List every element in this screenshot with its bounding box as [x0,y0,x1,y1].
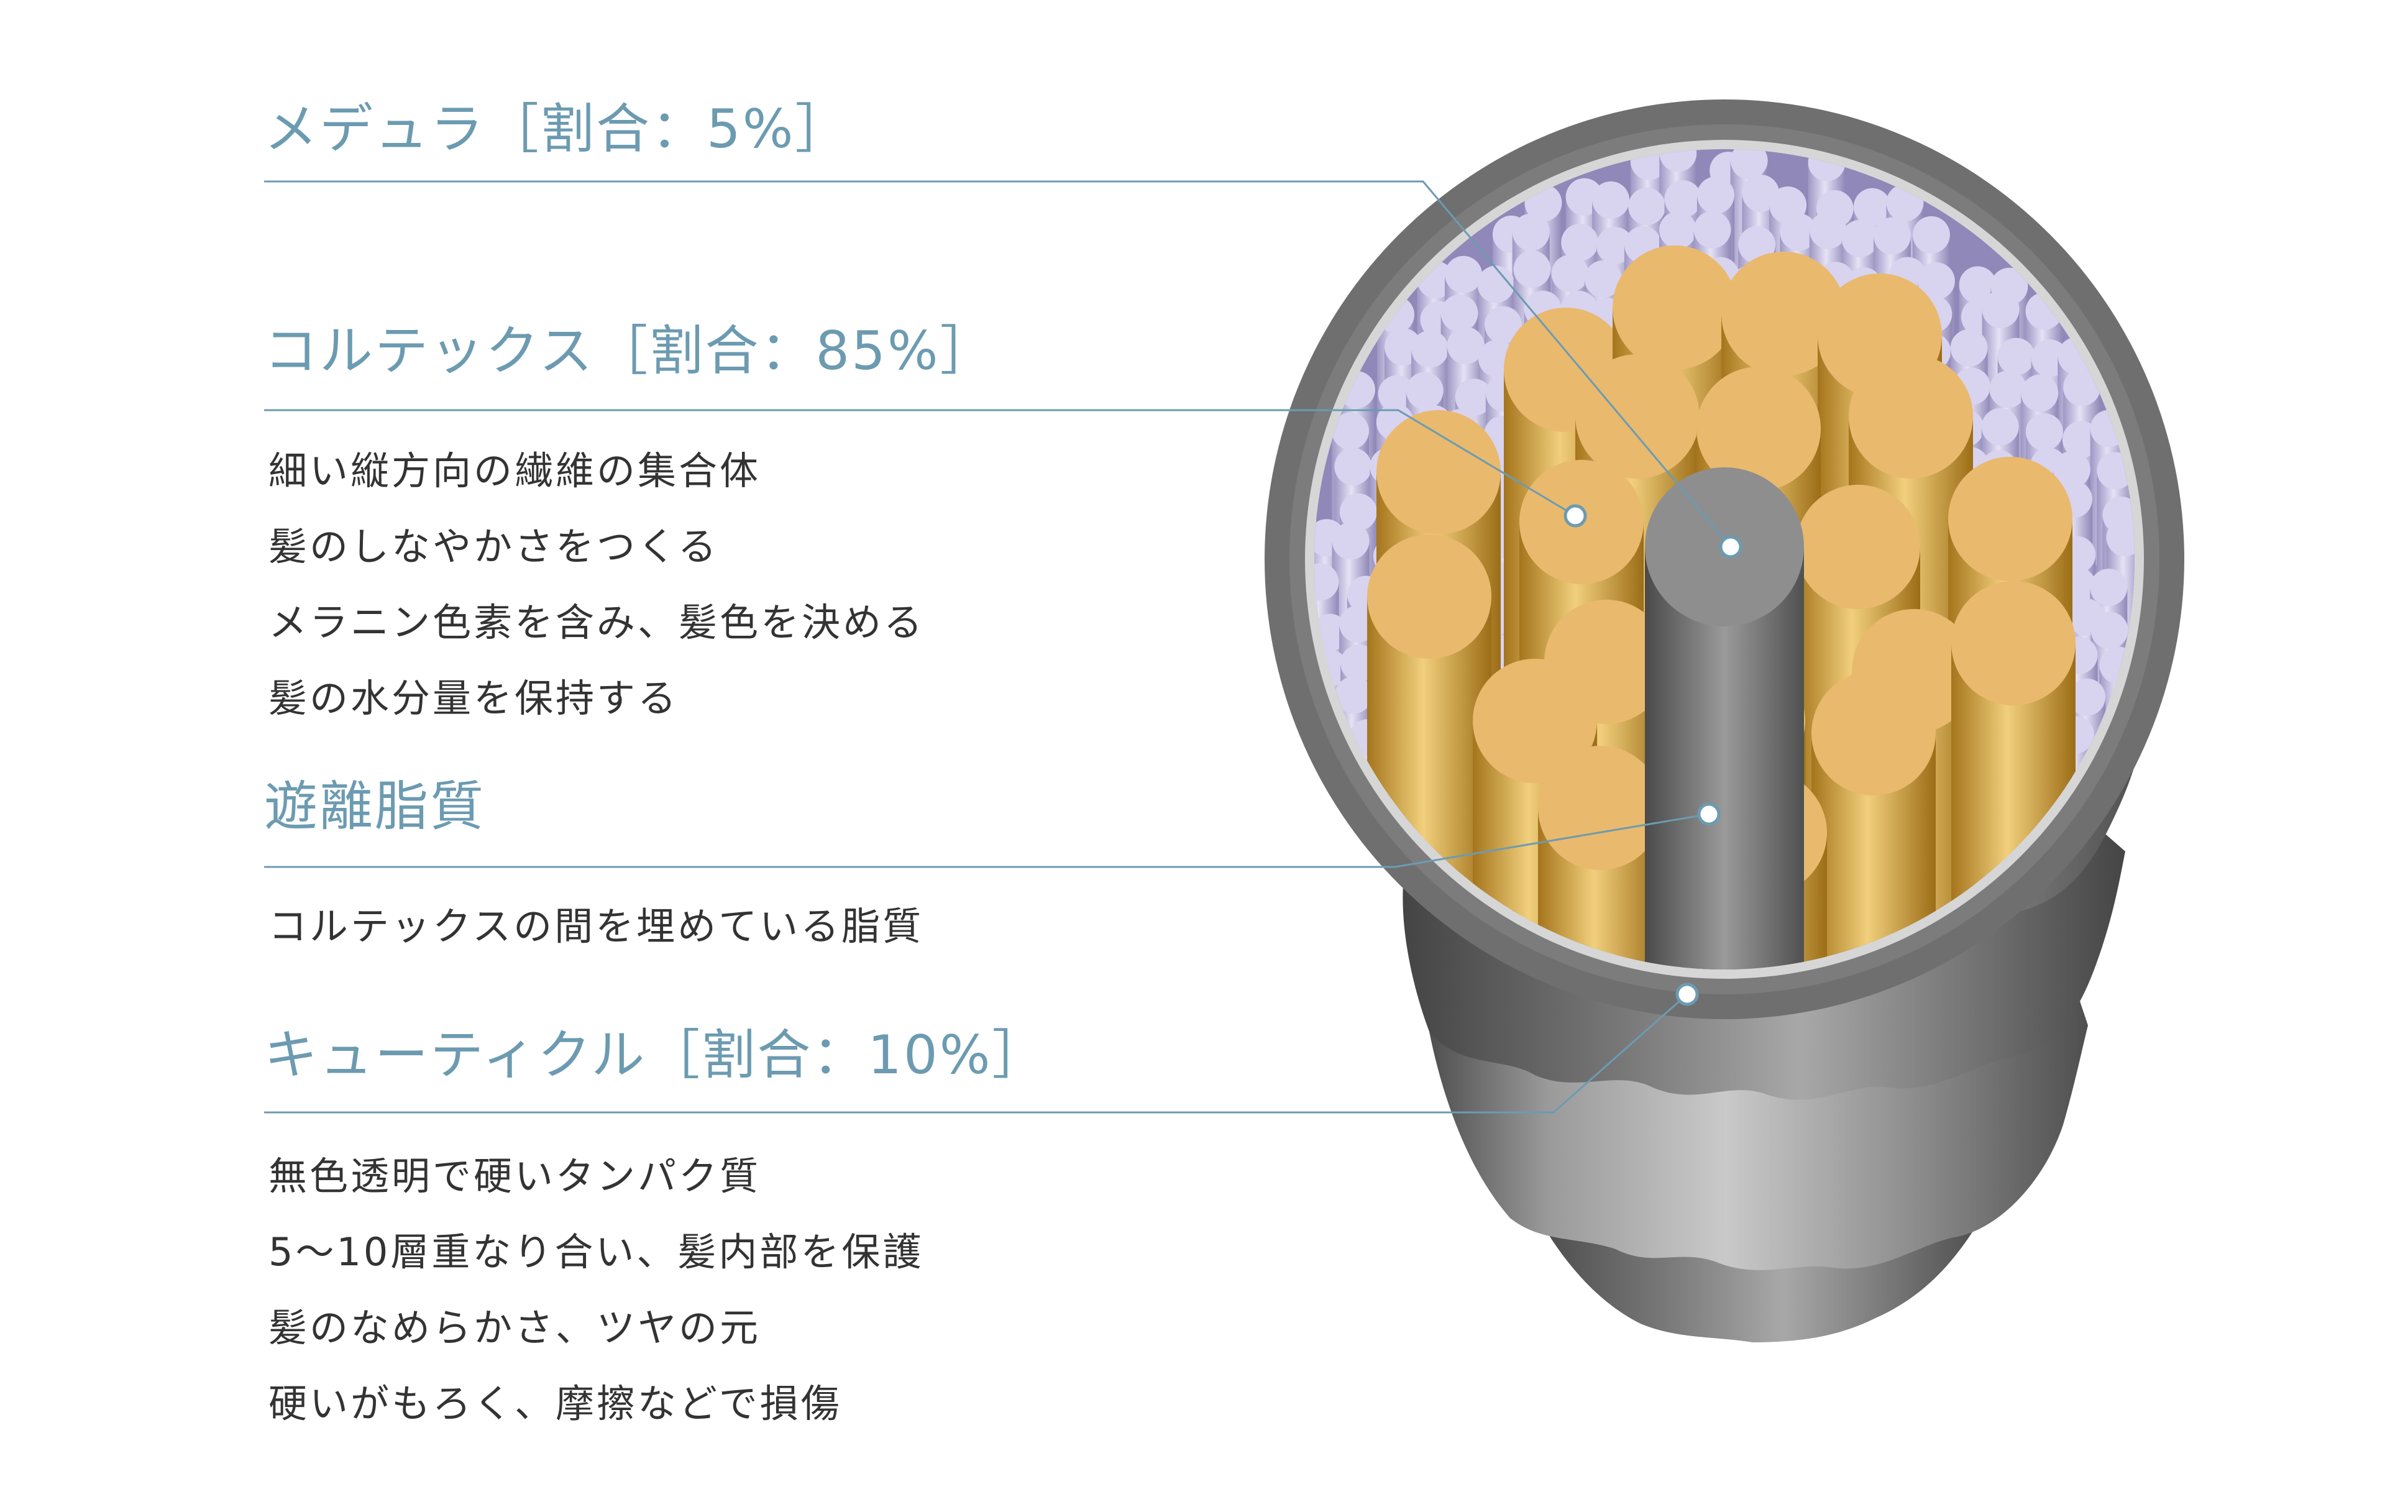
marker-dots [1563,504,1742,1006]
lipid-line: コルテックスの間を埋めている脂質 [268,904,924,949]
cortex-line: 細い縦方向の繊維の集合体 [268,448,761,493]
lipid-marker [1697,802,1721,826]
cortex-line: メラニン色素を含み、髪色を決める [268,600,925,645]
medulla-leader [264,180,1732,548]
cortex-marker [1563,504,1587,528]
cuticle-line: 5〜10層重なり合い、髪内部を保護 [268,1229,924,1275]
cuticle-line: 髪のなめらかさ、ツヤの元 [268,1305,761,1350]
cortex-line: 髪の水分量を保持する [268,676,679,721]
leader-lines [264,180,1732,1114]
lipid-heading: 遊離脂質 [264,776,485,838]
cortex-leader [264,409,1576,517]
lipid-leader [264,813,1710,868]
cortex-heading: コルテックス［割合：85%］ [264,320,996,382]
cuticle-leader [264,993,1688,1114]
cuticle-line: 硬いがもろく、摩擦などで損傷 [268,1381,842,1426]
cuticle-heading: キューティクル［割合：10%］ [264,1024,1048,1086]
medulla-heading: メデュラ［割合：5%］ [264,98,851,160]
medulla-marker [1719,535,1742,559]
cuticle-line: 無色透明で硬いタンパク質 [268,1153,761,1199]
cortex-line: 髪のしなやかさをつくる [268,524,719,569]
cuticle-marker [1675,983,1699,1006]
cortex-fiber [1538,746,1662,969]
cross-section [1314,149,2135,969]
